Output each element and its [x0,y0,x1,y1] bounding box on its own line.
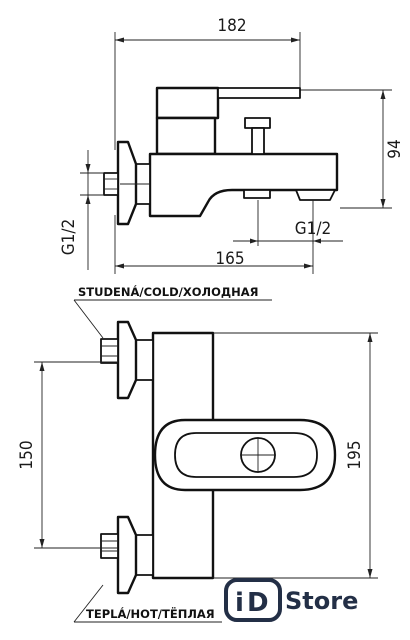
dim-outlet-thread-label: G1/2 [295,219,331,239]
idstore-logo: i D Store [224,578,358,622]
cold-inlet-label: STUDENÁ/COLD/ХОЛОДНАЯ [78,284,258,299]
logo-d: D [247,588,269,618]
cold-flange [116,320,138,400]
front-view: STUDENÁ/COLD/ХОЛОДНАЯ 150 [17,284,378,623]
dim-inlet-thread-label: G1/2 [59,219,79,255]
mixer-body [148,152,339,218]
hot-inlet-label: TEPLÁ/HOT/ТЁПЛАЯ [86,606,215,621]
dim-94-label: 94 [385,139,405,158]
hot-eccentric-nut [135,534,154,576]
diverter-stem [251,127,265,155]
side-view: 182 94 G1/2 [59,16,405,274]
logo-badge [224,578,282,622]
dim-165-label: 165 [215,249,244,269]
wall-flange [116,140,138,226]
dim-150-label: 150 [17,440,37,469]
cold-eccentric-nut [135,339,154,381]
shower-connection [243,189,271,199]
dim-195-label: 195 [345,440,365,469]
lever-handle [155,86,220,120]
spout-outlet [295,189,336,201]
diverter-knob [244,117,271,129]
wall-thread [103,172,119,196]
cold-wall-thread [100,338,119,364]
hot-flange [116,515,138,595]
dim-182-label: 182 [217,16,246,36]
logo-i: i [235,588,244,618]
hot-wall-thread [100,533,119,559]
logo-store: Store [285,587,358,615]
cartridge-housing [155,116,217,156]
lever-arm [217,87,301,99]
